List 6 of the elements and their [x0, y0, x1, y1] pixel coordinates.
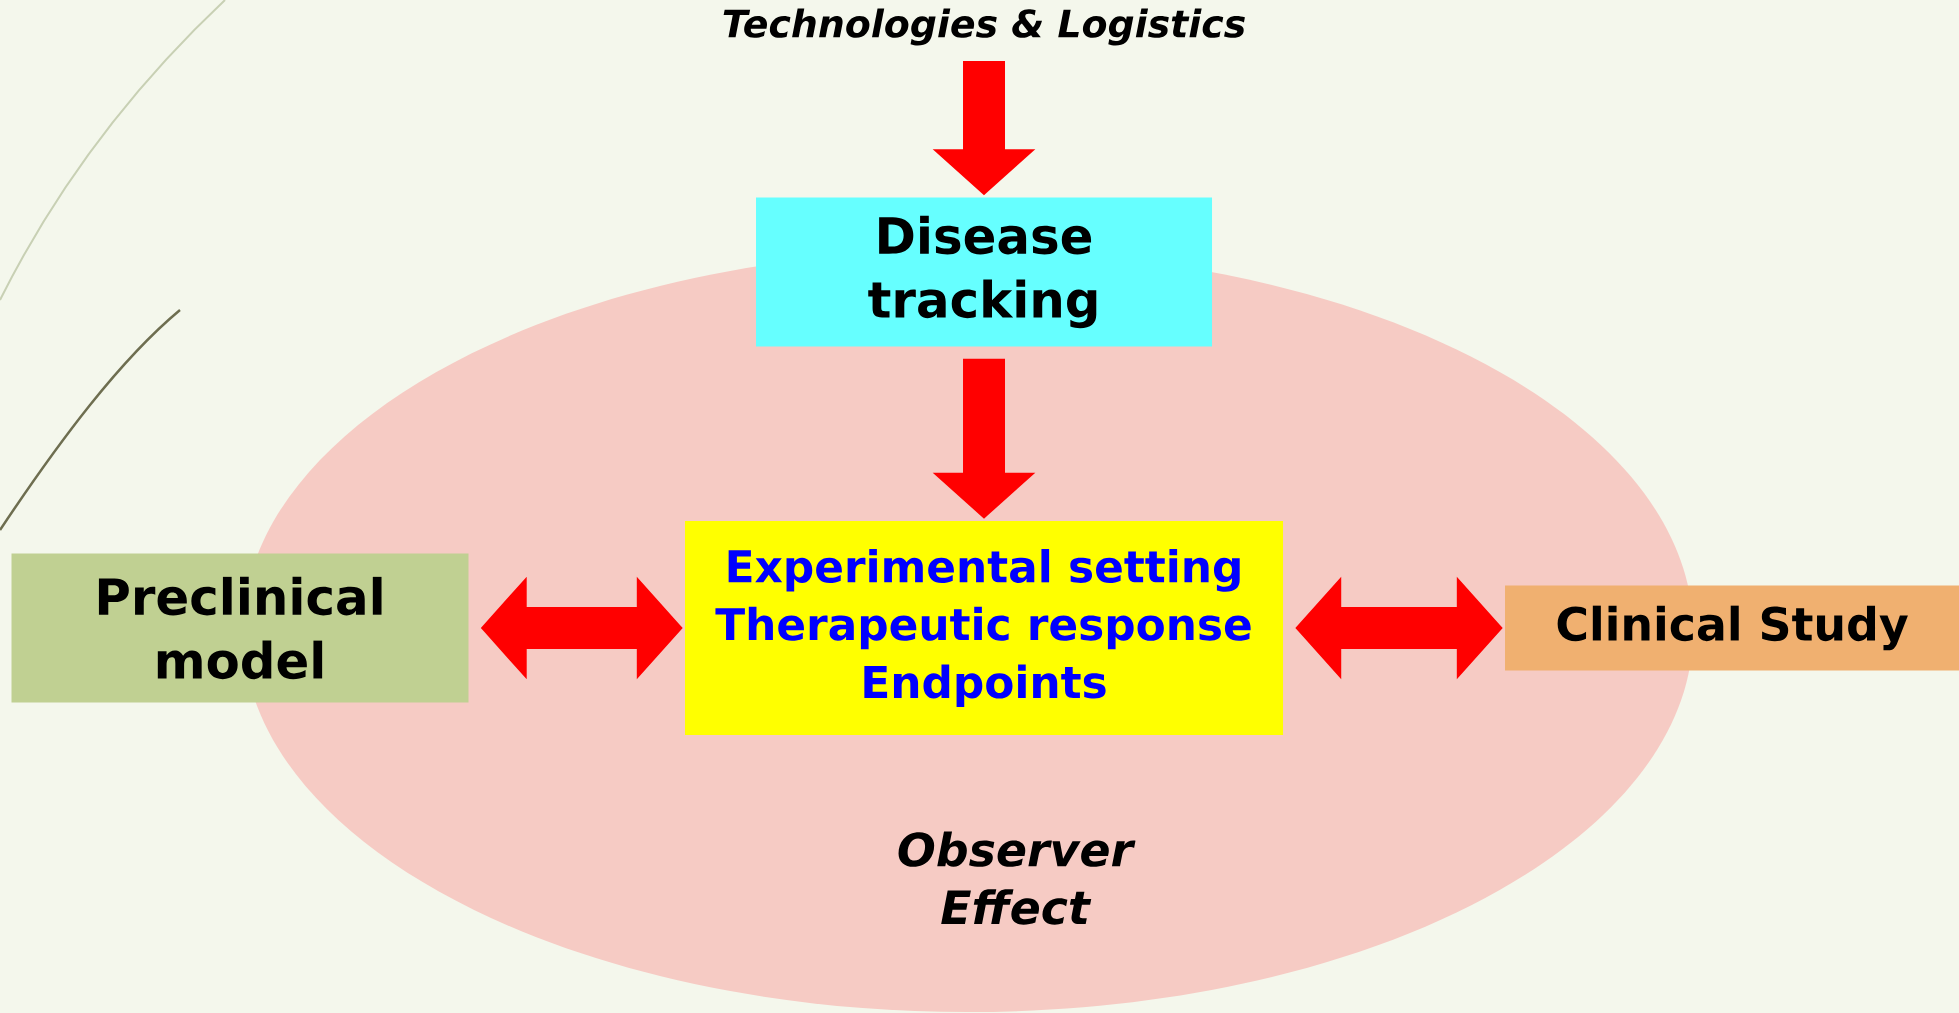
- process-box: Preclinical model: [11, 553, 469, 703]
- process-box: Experimental setting Therapeutic response Endpoints: [685, 521, 1283, 735]
- heading-text: Technologies & Logistics: [723, 8, 1245, 46]
- process-box: Disease tracking: [756, 197, 1212, 347]
- region-label: Observer Effect: [898, 831, 1136, 925]
- process-box: Clinical Study: [1505, 585, 1959, 671]
